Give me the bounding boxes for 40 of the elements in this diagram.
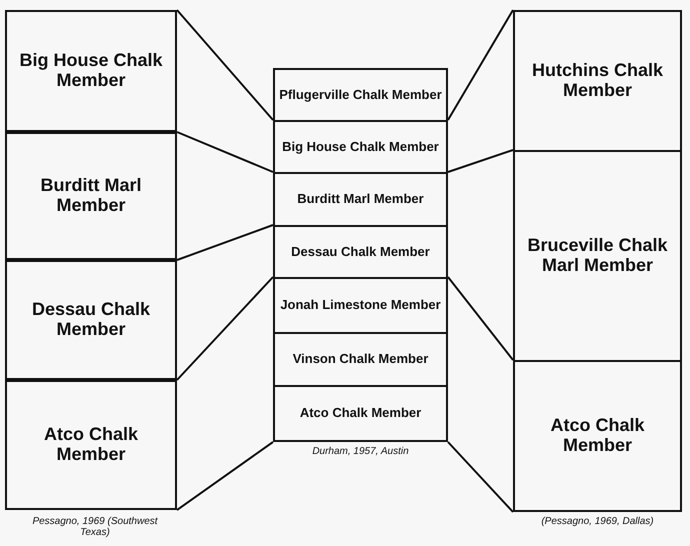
member-name: Atco Chalk Member <box>549 416 646 456</box>
member-box <box>273 385 448 442</box>
member-name: Atco Chalk Member <box>300 406 422 421</box>
member-box <box>273 225 448 279</box>
source-caption: (Pessagno, 1969, Dallas) <box>540 516 655 527</box>
source-caption: Durham, 1957, Austin <box>311 446 410 457</box>
member-box <box>273 68 448 122</box>
member-box <box>5 380 177 510</box>
member-box <box>513 150 682 362</box>
correlation-line <box>447 276 514 361</box>
member-name: Pflugerville Chalk Member <box>279 88 442 102</box>
member-name: Dessau Chalk Member <box>30 300 152 340</box>
member-name: Burditt Marl Member <box>40 176 142 216</box>
correlation-line <box>448 149 514 173</box>
correlation-line <box>176 9 274 121</box>
member-name: Big House Chalk Member <box>282 140 439 154</box>
member-name: Hutchins Chalk Member <box>530 61 664 101</box>
member-box <box>273 332 448 387</box>
member-box <box>273 120 448 174</box>
correlation-line <box>176 441 274 511</box>
correlation-line <box>176 131 274 173</box>
member-box <box>5 260 177 380</box>
member-name: Atco Chalk Member <box>42 425 140 465</box>
correlation-line <box>176 224 274 261</box>
member-name: Vinson Chalk Member <box>292 352 428 367</box>
member-name: Bruceville Chalk Marl Member <box>526 236 669 276</box>
correlation-line <box>447 441 514 513</box>
source-caption: Pessagno, 1969 (Southwest Texas) <box>31 516 159 538</box>
correlation-line <box>176 276 274 381</box>
member-box <box>5 10 177 132</box>
member-box <box>273 172 448 227</box>
member-name: Burditt Marl Member <box>297 192 424 207</box>
member-box <box>273 277 448 334</box>
member-name: Dessau Chalk Member <box>291 244 430 260</box>
member-box <box>513 10 682 152</box>
correlation-line <box>447 10 514 120</box>
member-box <box>5 132 177 260</box>
member-name: Big House Chalk Member <box>18 51 164 91</box>
member-box <box>513 360 682 512</box>
member-name: Jonah Limestone Member <box>280 298 441 313</box>
